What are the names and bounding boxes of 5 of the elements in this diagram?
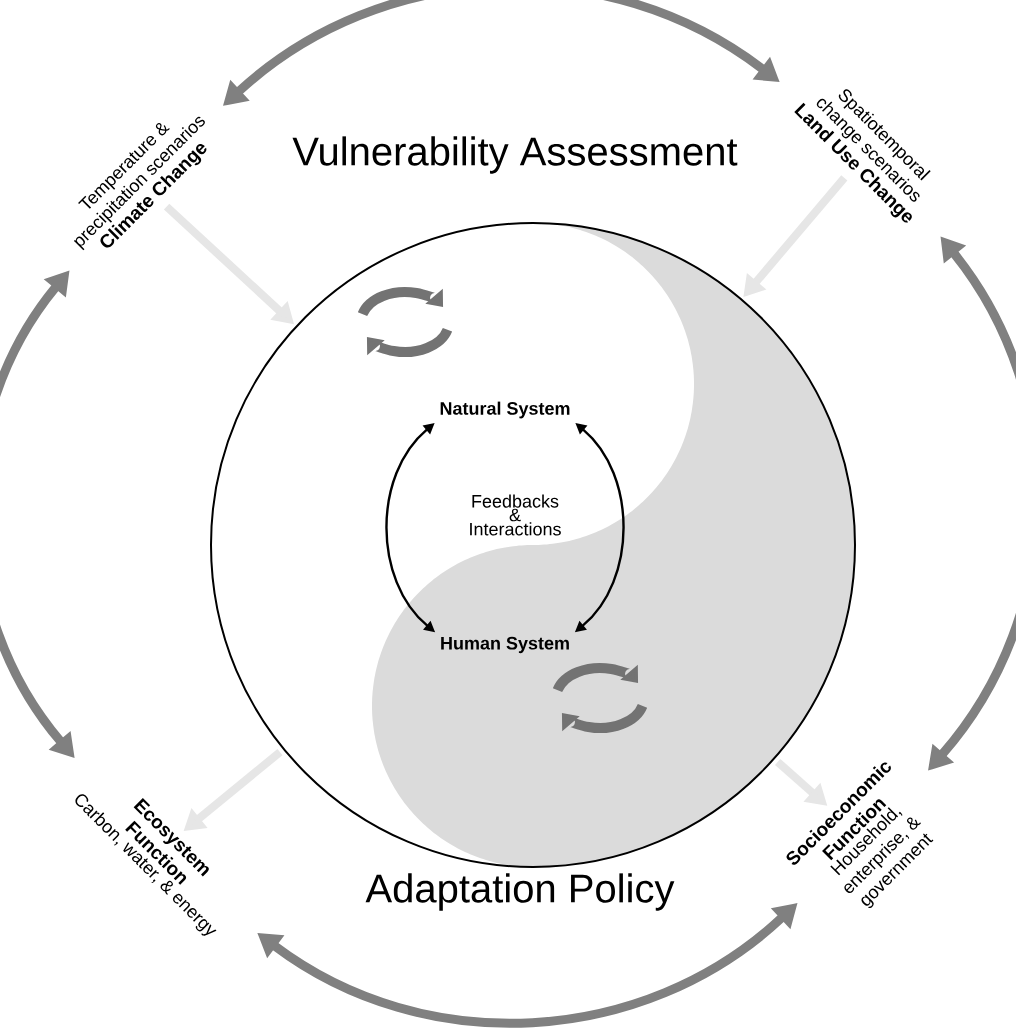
heading: Vulnerability Assessment — [292, 136, 738, 174]
system-label: Natural System — [440, 401, 570, 419]
system-label: Feedbacks & Interactions — [470, 494, 561, 536]
system-label: Human System — [441, 636, 569, 654]
heading: Adaptation Policy — [365, 873, 675, 911]
